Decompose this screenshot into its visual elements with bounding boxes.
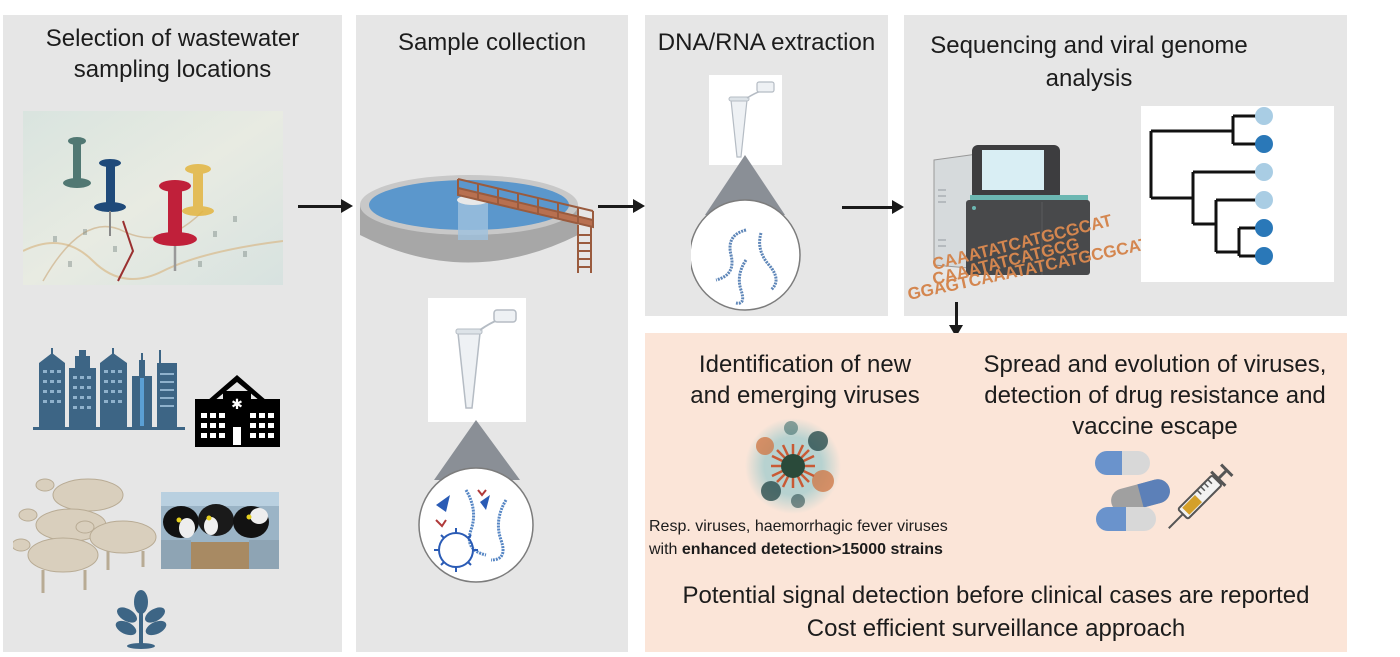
magnified-nucleic-acid-icon	[691, 155, 801, 311]
virus-cluster-image	[745, 418, 841, 514]
summary-text: Potential signal detection before clinic…	[682, 582, 1310, 642]
sequencing-title: Sequencing and viral genome analysis	[930, 32, 1248, 92]
phylogenetic-tree-box	[1141, 106, 1334, 282]
tree-leaf-node	[1255, 107, 1273, 125]
arrow-extraction-to-sequencing	[842, 200, 904, 214]
identification-note: Resp. viruses, haemorrhagic fever viruse…	[649, 518, 948, 558]
selection-title: Selection of wastewater sampling locatio…	[45, 25, 300, 83]
tree-leaf-node	[1255, 247, 1273, 265]
arrow-collection-to-extraction	[598, 199, 645, 213]
spread-title: Spread and evolution of viruses, detecti…	[983, 351, 1327, 440]
extraction-tube-box	[709, 75, 782, 165]
hospital-icon: ✱	[195, 375, 280, 447]
strain-count-highlight: enhanced detection>15000 strains	[681, 541, 943, 558]
sample-tube-icon	[455, 309, 517, 409]
pills-icon	[1095, 451, 1170, 531]
arrow-selection-to-collection	[298, 199, 353, 213]
wastewater-tank-icon	[360, 175, 594, 273]
tree-leaf-node	[1255, 135, 1273, 153]
sample-tube-box	[428, 298, 526, 422]
arrow-sequencing-to-outcomes	[949, 302, 963, 337]
tree-leaf-node	[1255, 219, 1273, 237]
tree-leaf-node	[1255, 163, 1273, 181]
phylogenetic-tree-icon	[1149, 107, 1273, 265]
sequencer-machine-icon	[933, 145, 1090, 275]
svg-text:✱: ✱	[231, 397, 243, 413]
panel-extraction: DNA/RNA extraction	[645, 15, 888, 316]
collection-title: Sample collection	[397, 29, 587, 56]
syringe-icon	[1168, 463, 1234, 529]
map-pins-image	[23, 111, 283, 285]
panel-sequencing: Sequencing and viral genome analysis CAA…	[904, 15, 1347, 316]
panel-outcomes: Identification of new and emerging virus…	[645, 333, 1347, 652]
dairy-cows-image	[161, 492, 279, 569]
panel-selection: Selection of wastewater sampling locatio…	[3, 15, 342, 652]
city-buildings-icon	[33, 348, 185, 430]
panel-collection: Sample collection	[356, 15, 628, 652]
sample-tube-icon	[728, 81, 775, 158]
dna-sequence-text: CAAATATCATGCGCAT CAAATATCATGCG GGAGTCAAA…	[906, 211, 1144, 304]
extraction-title: DNA/RNA extraction	[657, 29, 876, 56]
tree-leaf-node	[1255, 191, 1273, 209]
plant-icon	[115, 590, 167, 649]
sheep-flock-icon	[13, 478, 157, 593]
identification-title: Identification of new and emerging virus…	[690, 351, 920, 409]
magnified-sample-icon	[418, 420, 534, 583]
